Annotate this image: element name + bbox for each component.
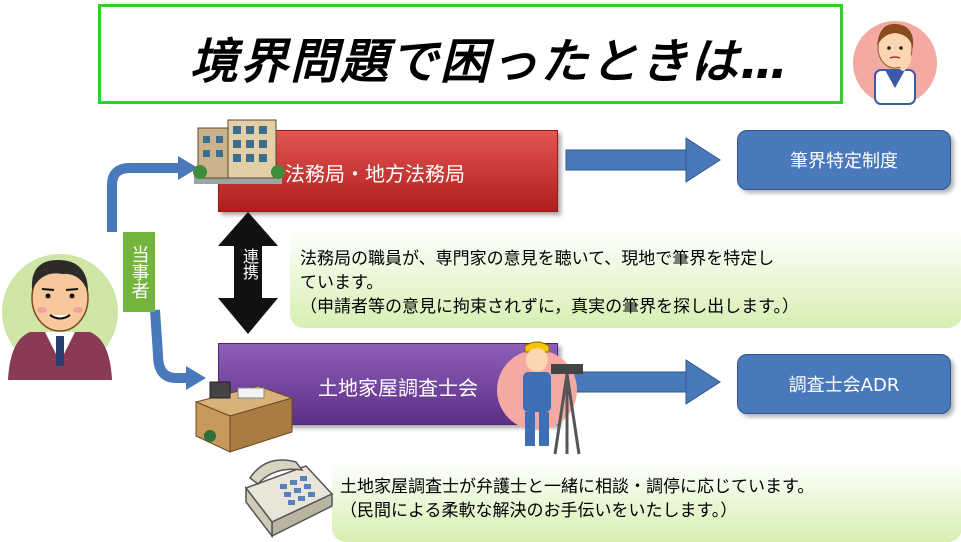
arrow-to-adr (685, 359, 721, 405)
land-surveyor-label: 土地家屋調査士会 (318, 376, 478, 400)
adr-desc-line1: 土地家屋調査士が弁護士と一緒に相談・調停に応じています。 (340, 477, 815, 497)
adr-description: 土地家屋調査士が弁護士と一緒に相談・調停に応じています。 （民間による柔軟な解決… (332, 460, 961, 542)
collab-desc-line3: （申請者等の意見に拘束されずに，真実の筆界を探し出します。） (300, 297, 799, 317)
office-desk-icon (194, 381, 294, 453)
boundary-system-box: 筆界特定制度 (737, 130, 951, 190)
double-arrow-icon (218, 212, 278, 334)
boundary-system-label: 筆界特定制度 (790, 151, 898, 172)
surveyor-adr-label: 調査士会ADR (788, 375, 900, 396)
thinking-woman-icon (853, 21, 937, 105)
party-label: 当事者 (123, 232, 155, 312)
arrow-to-boundary-system (685, 137, 721, 183)
collaboration-label: 連携 (240, 248, 259, 280)
surveyor-with-tripod-icon (497, 341, 583, 455)
adr-desc-line2: （民間による柔軟な解決のお手伝いをいたします。） (340, 501, 738, 521)
arrow-to-surveyor (186, 366, 206, 390)
party-label-text: 当事者 (128, 245, 150, 299)
legal-bureau-label: 法務局・地方法務局 (285, 162, 465, 186)
title-banner (98, 4, 843, 104)
collab-desc-line1: 法務局の職員が、専門家の意見を聴いて、現地で筆界を特定し (300, 249, 775, 269)
page-title: 境界問題で困ったときは… (190, 34, 791, 90)
surveyor-adr-box: 調査士会ADR (737, 354, 951, 414)
arrow-to-bureau (178, 156, 198, 180)
telephone-icon (244, 459, 334, 539)
collaboration-description: 法務局の職員が、専門家の意見を聴いて、現地で筆界を特定し ています。 （申請者等… (290, 228, 961, 328)
office-building-icon (193, 119, 285, 184)
man-icon (2, 254, 118, 380)
collab-desc-line2: ています。 (300, 273, 384, 293)
